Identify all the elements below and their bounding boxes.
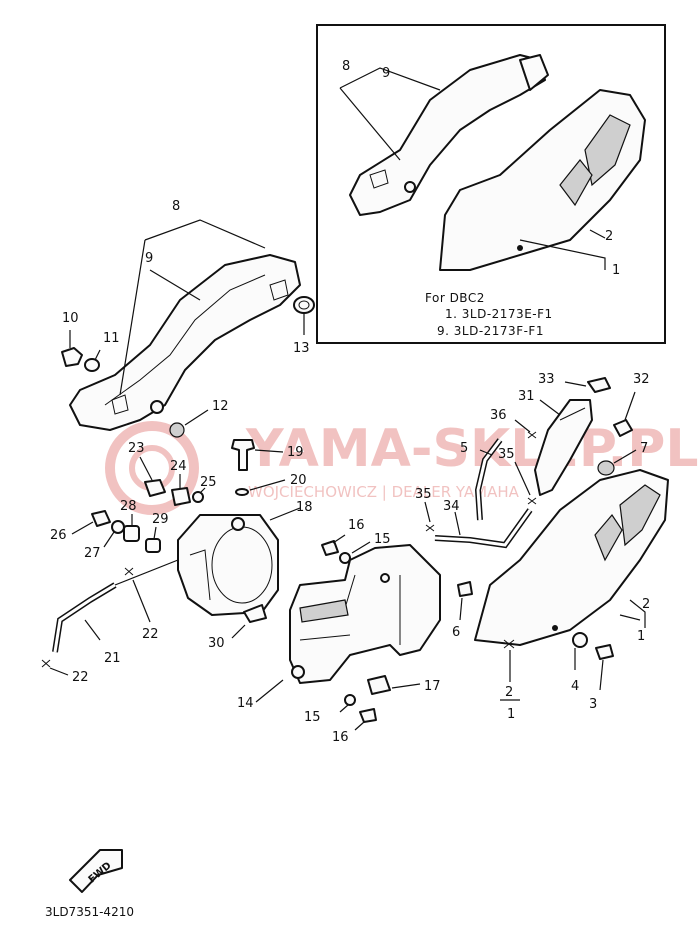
seal-20 [235,488,249,496]
clamp-22-upper [124,567,134,576]
callout-21: 21 [104,651,121,666]
clip-30 [243,604,267,623]
callout-9-inset: 9 [382,66,390,81]
washer-11 [84,358,100,372]
right-side-cover-group: 2 1 2 1 4 3 6 7 [452,441,669,722]
inset-panel: 8 9 2 1 For DBC2 1. 3LD-2173E-F1 9. 3LD-… [316,24,666,344]
washer-15-lower [344,694,356,706]
callout-28: 28 [120,499,137,514]
callout-22-lower: 22 [72,670,89,685]
watermark-logo-icon [105,421,199,515]
part-17 [367,675,391,695]
callout-17: 17 [424,679,441,694]
hose-21-group: 21 22 22 [41,559,179,685]
clamp-22-lower [41,659,51,668]
callout-16-lower: 16 [332,730,349,745]
callout-32: 32 [633,372,650,387]
callout-23: 23 [128,441,145,456]
bolt-16-upper [321,540,339,556]
collar-29 [145,538,161,553]
bolt-10 [61,347,83,367]
callout-22-upper: 22 [142,627,159,642]
tank-18 [177,514,279,616]
inset-side-panel [439,89,646,271]
diagram-code: 3LD7351-4210 [45,905,134,919]
callout-25: 25 [200,475,217,490]
callout-6: 6 [452,625,460,640]
bolt-32 [613,419,633,437]
bracket-31 [534,399,593,496]
callout-1-inset: 1 [612,263,620,278]
callout-14: 14 [237,696,254,711]
callout-35-left: 35 [415,487,432,502]
callout-13: 13 [293,341,310,356]
callout-8-inset: 8 [342,59,350,74]
watermark-sub-text: WOJCIECHOWICZ | DEALER YAMAHA [248,483,520,501]
bolt-26 [91,510,111,527]
bolt-16-lower [359,708,377,723]
callout-5: 5 [460,441,468,456]
callout-3: 3 [589,697,597,712]
bolt-24 [171,487,191,506]
callout-26: 26 [50,528,67,543]
callout-11: 11 [103,331,120,346]
callout-15-upper: 15 [374,532,391,547]
callout-12: 12 [212,399,229,414]
washer-15-upper [339,552,351,564]
clip-33 [587,377,611,393]
grommet-12 [169,422,185,438]
battery-box [289,544,441,684]
washer-27 [111,520,125,534]
inset-heading: For DBC2 [425,291,485,305]
callout-20: 20 [290,473,307,488]
cap-19 [231,439,255,471]
grommet-7 [597,460,615,476]
inset-line-2: 9. 3LD-2173F-F1 [437,324,544,338]
grommet-13 [293,296,315,314]
washer-25 [192,491,204,503]
callout-1-lower: 1 [507,707,515,722]
inset-line-1: 1. 3LD-2173E-F1 [445,307,553,321]
callout-10: 10 [62,311,79,326]
callout-2-lower: 2 [505,685,513,700]
callout-2-right: 2 [642,597,650,612]
callout-16-upper: 16 [348,518,365,533]
right-side-cover [474,469,669,646]
left-side-cover [69,254,301,431]
left-side-cover-group: 8 9 13 10 11 12 [61,199,315,438]
callout-29: 29 [152,512,169,527]
right-upper-parts: 31 33 32 36 5 34 35 35 [415,372,650,549]
center-bracket-group: 17 14 16 15 15 16 [237,518,441,745]
callout-4: 4 [571,679,579,694]
callout-30: 30 [208,636,225,651]
collar-28 [123,525,140,542]
callout-24: 24 [170,459,187,474]
callout-33: 33 [538,372,555,387]
callout-19: 19 [287,445,304,460]
washer-4 [572,632,588,648]
bolt-23 [144,479,166,497]
callout-35-right: 35 [498,447,515,462]
callout-7: 7 [640,441,648,456]
fwd-arrow-icon: FWD [69,849,123,893]
part-6 [457,581,473,597]
callout-2-inset: 2 [605,229,613,244]
callout-18: 18 [296,500,313,515]
small-parts-left: 23 24 25 26 27 28 29 [50,441,217,561]
reservoir-tank: 18 19 20 30 [177,439,313,651]
callout-15-lower: 15 [304,710,321,725]
callout-34: 34 [443,499,460,514]
callout-8: 8 [172,199,180,214]
callout-27: 27 [84,546,101,561]
callout-31: 31 [518,389,535,404]
bolt-3 [595,644,614,660]
callout-9: 9 [145,251,153,266]
callout-36: 36 [490,408,507,423]
callout-1-right: 1 [637,629,645,644]
